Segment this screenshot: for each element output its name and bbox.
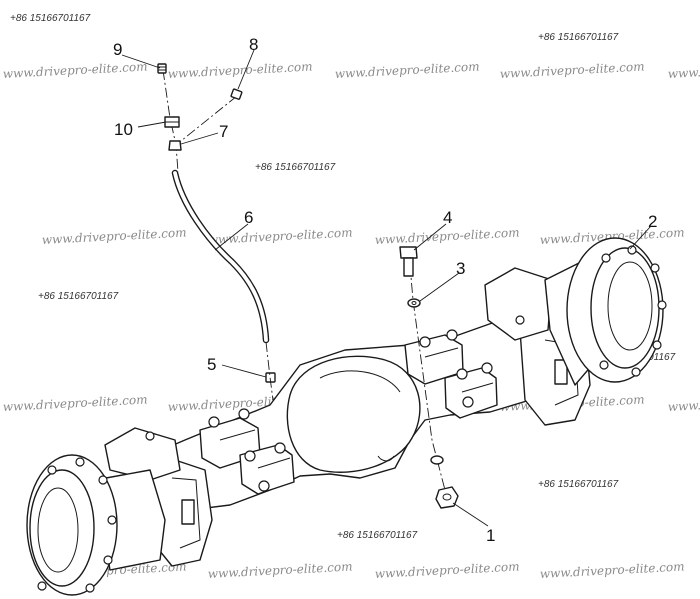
watermark-url: www.drivepro-elite.com xyxy=(2,59,147,81)
spring-pad-right xyxy=(404,334,498,419)
breather-assembly xyxy=(157,63,276,409)
callout-5: 5 xyxy=(207,355,216,374)
mounting-bolt xyxy=(399,246,418,277)
callout-7: 7 xyxy=(219,122,228,141)
callout-4: 4 xyxy=(443,208,452,227)
callout-9: 9 xyxy=(113,40,122,59)
stud xyxy=(98,475,108,485)
washer-upper xyxy=(407,298,421,308)
stud xyxy=(85,583,95,593)
hub-face-right xyxy=(590,247,660,369)
fastener-center-line xyxy=(409,264,446,491)
stud xyxy=(107,515,117,525)
housing-rib xyxy=(319,370,401,393)
axle-housing xyxy=(104,267,591,567)
pad-bolts xyxy=(208,329,493,492)
elbow-fitting xyxy=(230,88,243,100)
watermark-url: www.drivepro-elite.com xyxy=(667,392,700,414)
adapter-fitting xyxy=(168,140,182,151)
watermark-phone: +86 15166701167 xyxy=(538,32,619,43)
callout-6: 6 xyxy=(244,208,253,227)
stud xyxy=(37,581,47,591)
watermark-url: www.drivepro-elite.com xyxy=(167,59,312,81)
washer-lower xyxy=(430,455,444,465)
callout-8: 8 xyxy=(249,35,258,54)
callout-1: 1 xyxy=(486,526,495,545)
assembly-center-line xyxy=(162,69,179,173)
stud xyxy=(75,457,85,467)
watermark-url: www.drivepro-elite.com xyxy=(207,559,352,581)
stud xyxy=(650,263,660,273)
watermark-url: www.drivepro-elite.com xyxy=(374,225,519,247)
leader-lines xyxy=(121,49,652,527)
stud xyxy=(103,555,113,565)
watermark-url: www.drivepro-elite.com xyxy=(207,225,352,247)
callout-10: 10 xyxy=(114,120,133,139)
connector-center-line xyxy=(265,341,275,409)
stud xyxy=(601,253,611,263)
watermark-url: www.drivepro-elite.com xyxy=(2,392,147,414)
breather-hose xyxy=(171,169,270,344)
callout-labels: 1 2 3 4 5 6 7 8 9 10 xyxy=(113,35,657,545)
watermark-url: www.drivepro-elite.com xyxy=(334,59,479,81)
knuckle-left xyxy=(104,427,181,481)
callout-3: 3 xyxy=(456,259,465,278)
tee-fitting xyxy=(164,116,180,128)
stud xyxy=(627,245,637,255)
fastener-stack xyxy=(399,246,459,509)
stud xyxy=(599,360,609,370)
lock-nut xyxy=(435,486,459,509)
hub-face-left xyxy=(29,469,95,587)
watermark-url: www.drivepro-elite.com xyxy=(499,59,644,81)
assembly-center-line xyxy=(175,95,238,146)
knuckle-right xyxy=(484,267,553,341)
watermark-phone: +86 15166701167 xyxy=(538,479,619,490)
brake-caliper-left xyxy=(149,459,213,567)
stud xyxy=(631,367,641,377)
breather-hose-inner xyxy=(173,171,268,342)
breather-plug xyxy=(157,63,167,74)
wheel-hub-right xyxy=(544,237,667,386)
differential-housing xyxy=(286,355,421,473)
wheel-hub-left xyxy=(26,454,166,596)
watermark-url: www.drivepro-elite.com xyxy=(539,559,684,581)
watermark-phone: +86 15166701167 xyxy=(10,13,91,24)
watermark-phone: +86 15166701167 xyxy=(38,291,119,302)
watermark-phone: +86 15166701167 xyxy=(337,530,418,541)
callout-2: 2 xyxy=(648,212,657,231)
watermark-url: www.drivepro-elite.com xyxy=(374,559,519,581)
drain-boss xyxy=(377,455,395,462)
stud xyxy=(652,340,662,350)
watermark-url: www.drivepro-elite.com xyxy=(667,59,700,81)
watermark-url: www.drivepro-elite.com xyxy=(41,225,186,247)
stud xyxy=(657,300,667,310)
watermark-phone: +86 15166701167 xyxy=(255,162,336,173)
stud xyxy=(47,465,57,475)
